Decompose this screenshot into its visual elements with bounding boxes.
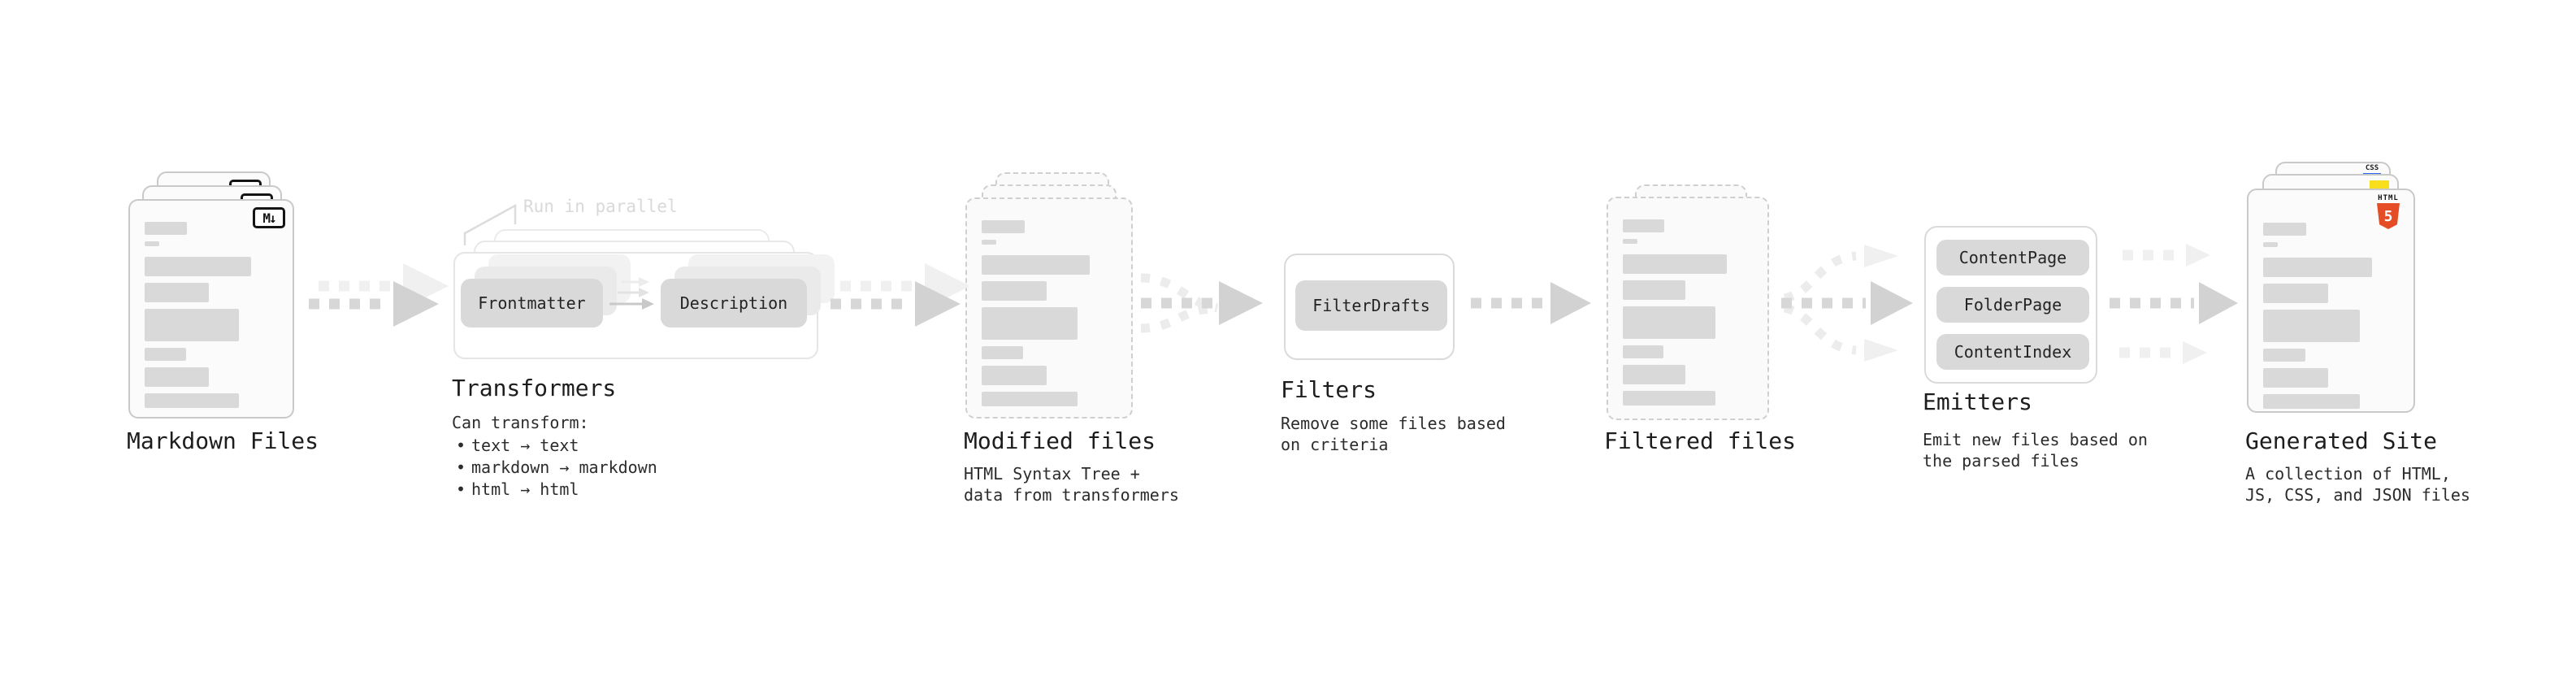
text-line-placeholder [2263,258,2372,277]
transformers-title: Transformers [452,375,617,401]
filters-panel: FilterDrafts [1284,254,1455,360]
markdown-files-title: Markdown Files [127,427,319,454]
text-line-placeholder [1623,254,1727,274]
text-line-placeholder [2263,284,2329,303]
emitters-title: Emitters [1923,388,2032,415]
text-line-placeholder [982,255,1090,275]
text-line-placeholder [145,222,188,235]
javascript-icon [2370,180,2389,190]
filters-title: Filters [1281,376,1377,403]
description-step: Description [661,279,807,327]
arrow-transformers-to-modified-icon [830,263,970,327]
text-line-placeholder [145,309,240,341]
modified-files-caption: HTML Syntax Tree + data from transformer… [964,464,1179,505]
contentindex-emitter: ContentIndex [1936,334,2089,370]
arrow-modified-to-filters-icon [1140,273,1263,333]
modified-file-card-front [965,197,1133,419]
frontmatter-step: Frontmatter [461,279,603,327]
filterdrafts-step: FilterDrafts [1295,280,1447,331]
bullet-item: text → text [452,435,657,457]
generated-file-card-front: HTML 5 [2247,189,2415,413]
bullet-item: markdown → markdown [452,457,657,479]
text-line-placeholder [982,346,1024,359]
text-line-placeholder [1623,219,1665,232]
text-line-placeholder [982,392,1078,406]
text-line-placeholder [145,257,252,276]
text-line-placeholder [982,366,1047,385]
text-line-placeholder [2263,394,2360,409]
folderpage-emitter: FolderPage [1936,287,2089,323]
arrow-emitters-to-generated-icon [2110,244,2238,364]
text-line-placeholder [982,307,1078,340]
text-line-placeholder [1623,345,1663,358]
text-line-placeholder [1623,391,1715,406]
text-line-placeholder [145,283,209,302]
text-line-placeholder [2263,310,2360,342]
generated-site-title: Generated Site [2245,427,2438,454]
arrow-markdown-to-transformers-icon [309,263,449,327]
run-in-parallel-label: Run in parallel [523,197,678,216]
file-text-placeholder-bars [2263,223,2399,409]
file-text-placeholder-bars [145,222,278,408]
text-line-placeholder [145,393,240,408]
filters-caption: Remove some files based on criteria [1281,414,1506,454]
arrow-filters-to-filtered-icon [1471,282,1591,324]
text-line-placeholder [2263,242,2279,247]
filtered-files-title: Filtered files [1604,427,1797,454]
text-line-placeholder [145,367,209,387]
text-line-placeholder [982,220,1026,233]
generated-site-caption: A collection of HTML, JS, CSS, and JSON … [2245,464,2470,505]
emitters-caption: Emit new files based on the parsed files [1923,430,2148,471]
file-text-placeholder-bars [982,220,1117,406]
bullet-item: html → html [452,479,657,501]
emitters-panel: ContentPage FolderPage ContentIndex [1924,226,2097,384]
contentpage-emitter: ContentPage [1936,240,2089,275]
text-line-placeholder [2263,368,2329,388]
filtered-file-card-front [1607,197,1769,420]
arrow-filtered-to-emitters-icon [1781,245,1913,362]
text-line-placeholder [145,348,186,361]
transformers-bullet-list: text → text markdown → markdown html → h… [452,435,657,501]
text-line-placeholder [1623,306,1715,339]
markdown-icon: M↓ [253,207,285,228]
text-line-placeholder [1623,280,1685,300]
file-text-placeholder-bars [1623,219,1753,406]
text-line-placeholder [1623,365,1685,384]
text-line-placeholder [2263,349,2305,362]
text-line-placeholder [145,241,160,246]
markdown-file-card-front: M↓ [128,199,294,419]
text-line-placeholder [982,240,997,245]
text-line-placeholder [982,281,1047,301]
text-line-placeholder [2263,223,2307,236]
transformers-caption-heading: Can transform: [452,413,589,432]
text-line-placeholder [1623,239,1637,244]
html5-icon: HTML 5 [2374,194,2402,229]
modified-files-title: Modified files [964,427,1156,454]
